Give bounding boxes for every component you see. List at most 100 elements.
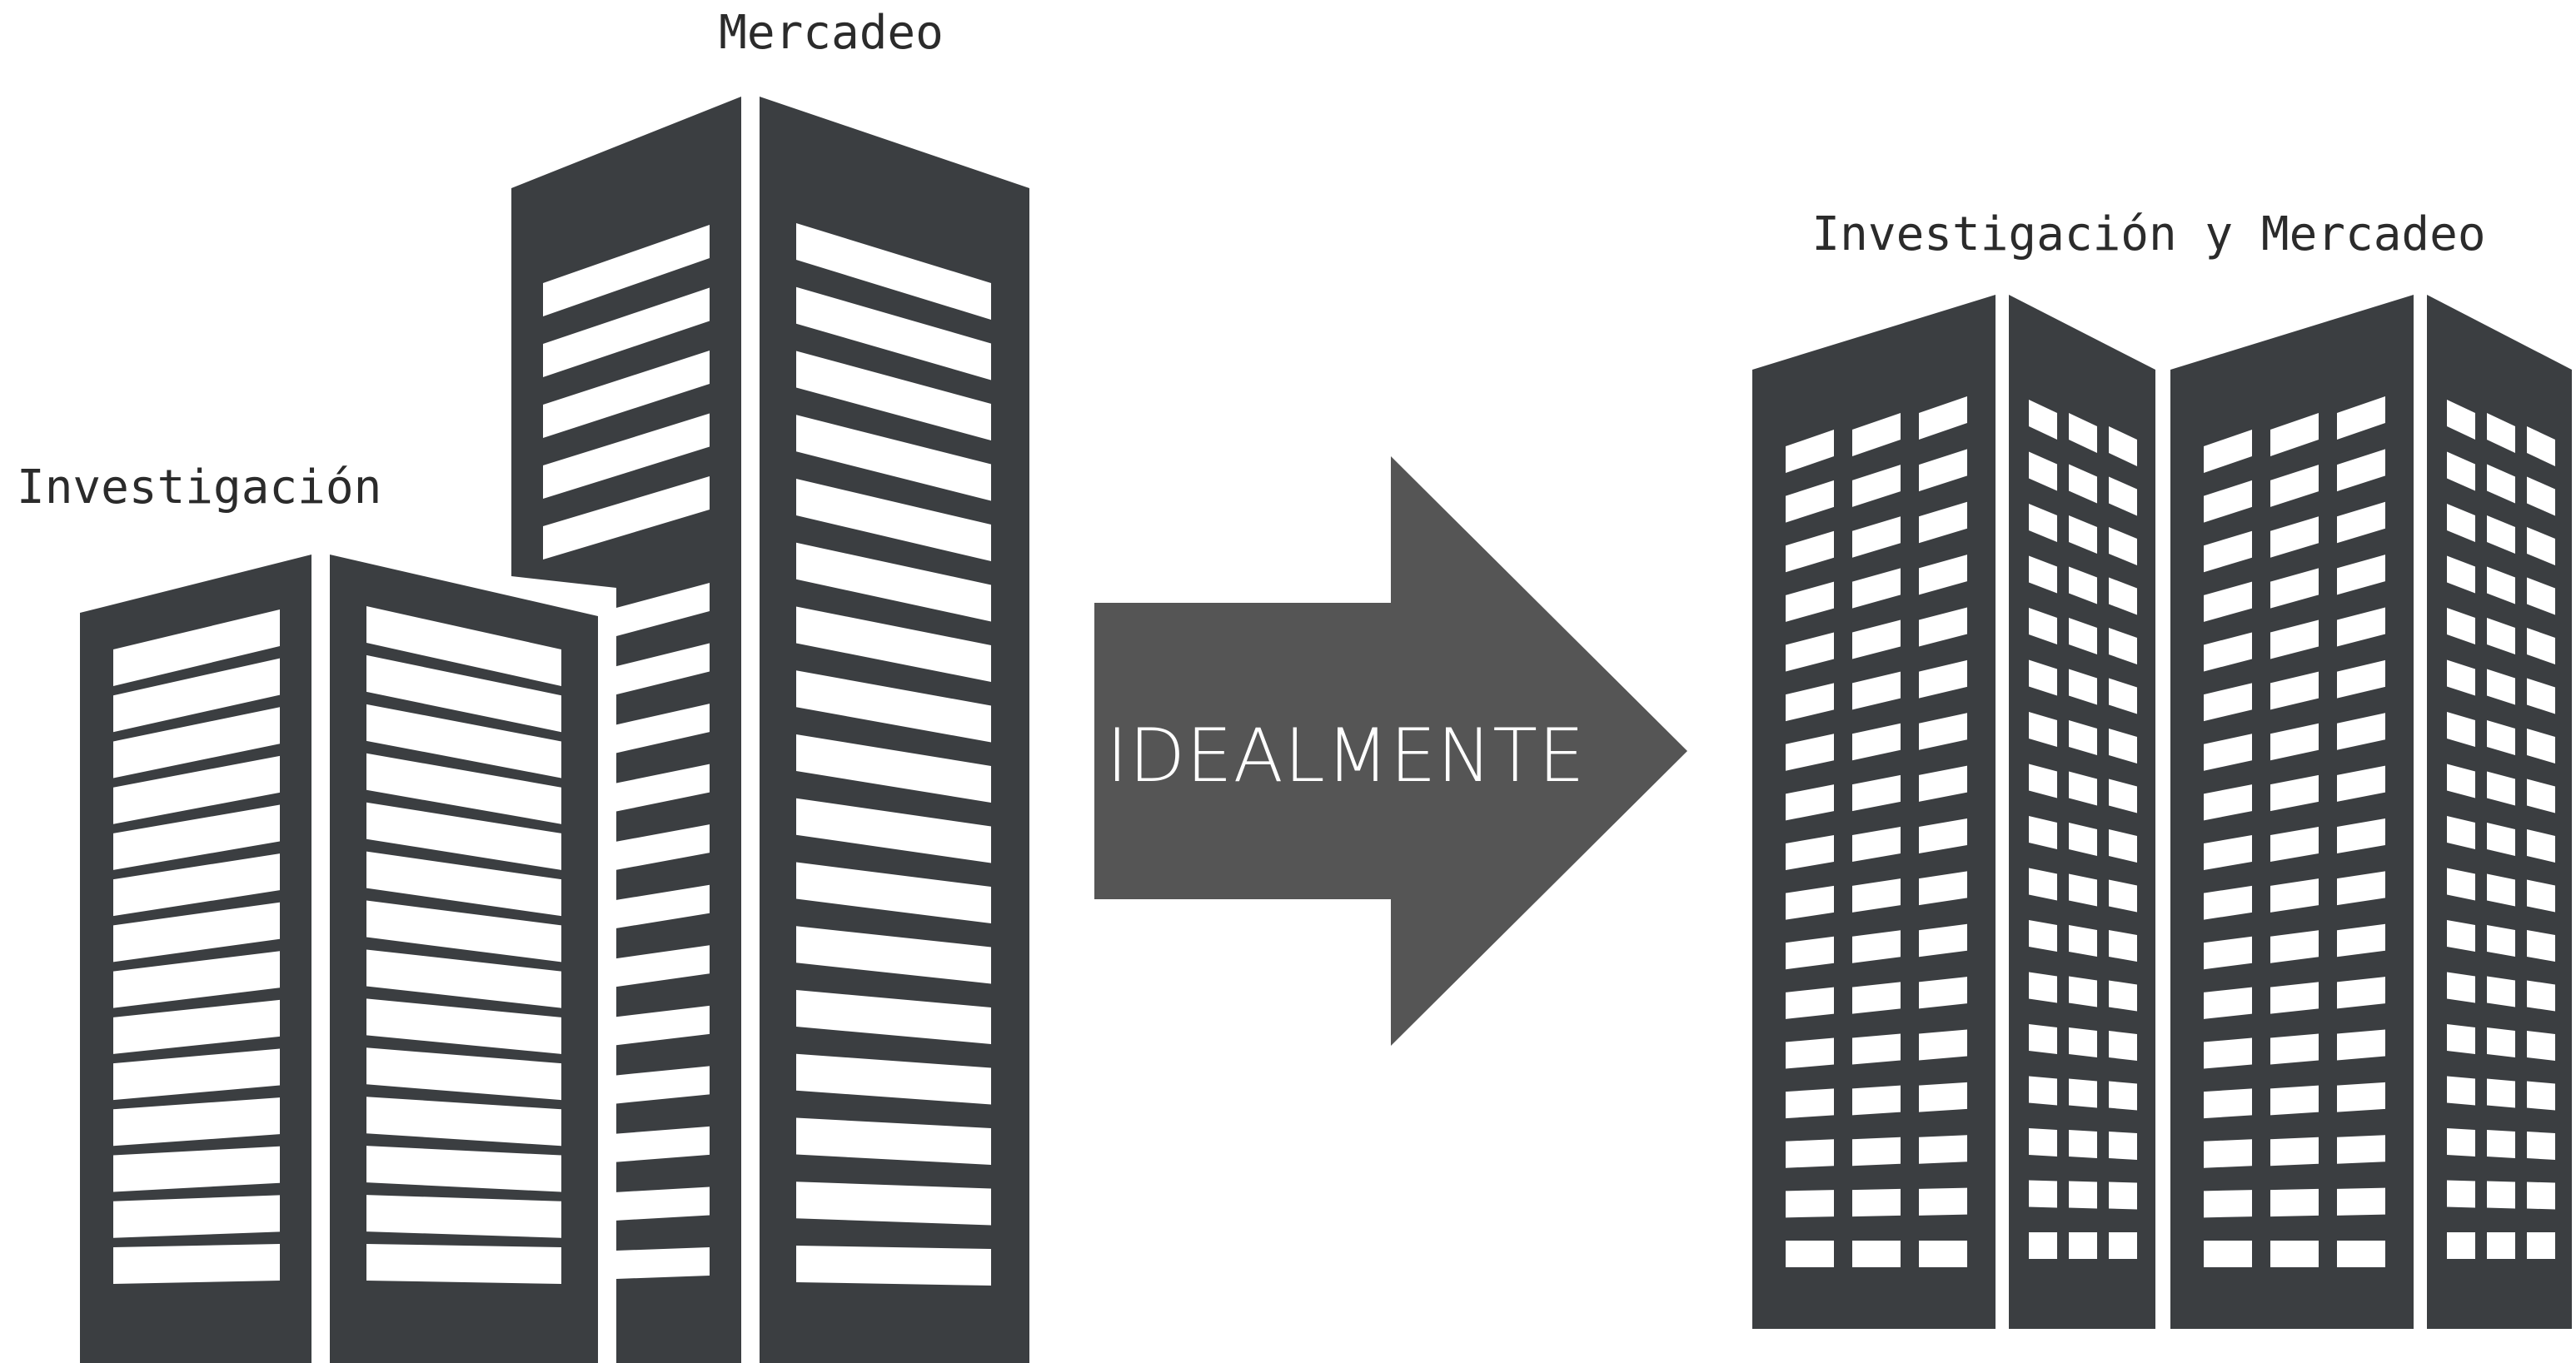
window-pane [2447, 712, 2475, 747]
window-stripe [366, 998, 561, 1054]
window-pane [2204, 784, 2252, 821]
window-stripe [796, 926, 991, 984]
window-pane [2447, 1128, 2475, 1157]
window-pane [2337, 765, 2385, 802]
window-pane [2337, 555, 2385, 595]
window-pane [2527, 829, 2555, 863]
window-pane [2270, 723, 2319, 761]
window-pane [2487, 515, 2515, 554]
window-pane [2109, 678, 2137, 714]
window-pane [2029, 659, 2057, 696]
window-pane [2447, 1076, 2475, 1106]
window-pane [1786, 987, 1834, 1019]
window-pane [1919, 501, 1967, 544]
window-pane [2204, 1241, 2252, 1267]
window-pane [2270, 671, 2319, 710]
window-stripe [543, 413, 710, 499]
arrow-label: IDEALMENTE [1106, 713, 1585, 798]
window-pane [2069, 720, 2097, 755]
window-pane [2487, 873, 2515, 907]
window-pane [1919, 555, 1967, 595]
window-pane [2487, 1130, 2515, 1158]
window-stripe [616, 643, 710, 695]
window-stripe [616, 583, 710, 636]
window-stripe [366, 1244, 561, 1284]
window-pane [2069, 618, 2097, 654]
window-stripe [113, 707, 280, 779]
label-investigacion: Investigación [17, 460, 381, 515]
window-pane [2337, 977, 2385, 1009]
window-pane [1852, 878, 1901, 913]
window-stripe [113, 755, 280, 824]
window-pane [2109, 930, 2137, 962]
window-stripe [113, 1048, 280, 1101]
window-pane [2487, 413, 2515, 453]
window-stripe [113, 609, 280, 686]
window-pane [2029, 972, 2057, 1003]
window-stripe [796, 351, 991, 440]
window-pane [1919, 713, 1967, 750]
window-pane [2029, 1232, 2057, 1259]
window-pane [2337, 607, 2385, 647]
idealmente-arrow: IDEALMENTE [1094, 456, 1687, 1046]
label-mercadeo: Mercadeo [719, 6, 944, 60]
window-pane [2447, 972, 2475, 1003]
window-pane [2337, 871, 2385, 906]
window-pane [1852, 1188, 1901, 1217]
window-stripe [616, 1005, 710, 1046]
window-stripe [366, 802, 561, 870]
window-pane [2270, 413, 2319, 456]
window-pane [2527, 1081, 2555, 1111]
window-pane [1852, 1241, 1901, 1267]
window-pane [2447, 555, 2475, 594]
window-pane [2204, 1037, 2252, 1069]
window-pane [2270, 982, 2319, 1014]
window-pane [2109, 628, 2137, 664]
window-pane [2487, 720, 2515, 755]
investigacion-right-windows [366, 606, 561, 1284]
window-stripe [616, 1247, 710, 1279]
window-stripe [113, 1244, 280, 1284]
window-pane [1852, 930, 1901, 963]
window-pane [2270, 774, 2319, 812]
window-stripe [796, 734, 991, 803]
window-pane [2337, 659, 2385, 699]
window-pane [2204, 987, 2252, 1019]
window-pane [2487, 1078, 2515, 1108]
window-pane [2337, 501, 2385, 544]
window-pane [2029, 1024, 2057, 1054]
window-pane [2069, 976, 2097, 1007]
window-pane [1786, 936, 1834, 970]
window-stripe [113, 1146, 280, 1192]
window-pane [2447, 504, 2475, 542]
window-stripe [366, 949, 561, 1008]
window-stripe [366, 753, 561, 824]
window-pane [2527, 980, 2555, 1012]
window-pane [1786, 835, 1834, 870]
investigacion-building [80, 555, 598, 1363]
window-pane [2204, 734, 2252, 771]
window-pane [2109, 779, 2137, 813]
window-pane [1919, 449, 1967, 492]
window-pane [2527, 1181, 2555, 1210]
combined-2-right-windows [2447, 400, 2555, 1259]
window-pane [1852, 1085, 1901, 1116]
arrow-shape [1094, 456, 1687, 1046]
window-pane [1919, 818, 1967, 853]
window-pane [2270, 465, 2319, 507]
window-pane [2447, 608, 2475, 644]
window-pane [2447, 764, 2475, 798]
mercadeo-left-upper-windows [543, 225, 710, 560]
window-stripe [366, 1146, 561, 1192]
window-pane [2487, 618, 2515, 654]
mercadeo-building [511, 97, 1029, 1363]
window-stripe [616, 884, 710, 928]
window-pane [2029, 504, 2057, 542]
window-stripe [616, 764, 710, 812]
window-stripe [366, 900, 561, 963]
window-pane [1852, 619, 1901, 659]
window-pane [1919, 765, 1967, 802]
window-pane [1786, 1037, 1834, 1069]
window-pane [2029, 712, 2057, 747]
window-pane [2109, 527, 2137, 565]
